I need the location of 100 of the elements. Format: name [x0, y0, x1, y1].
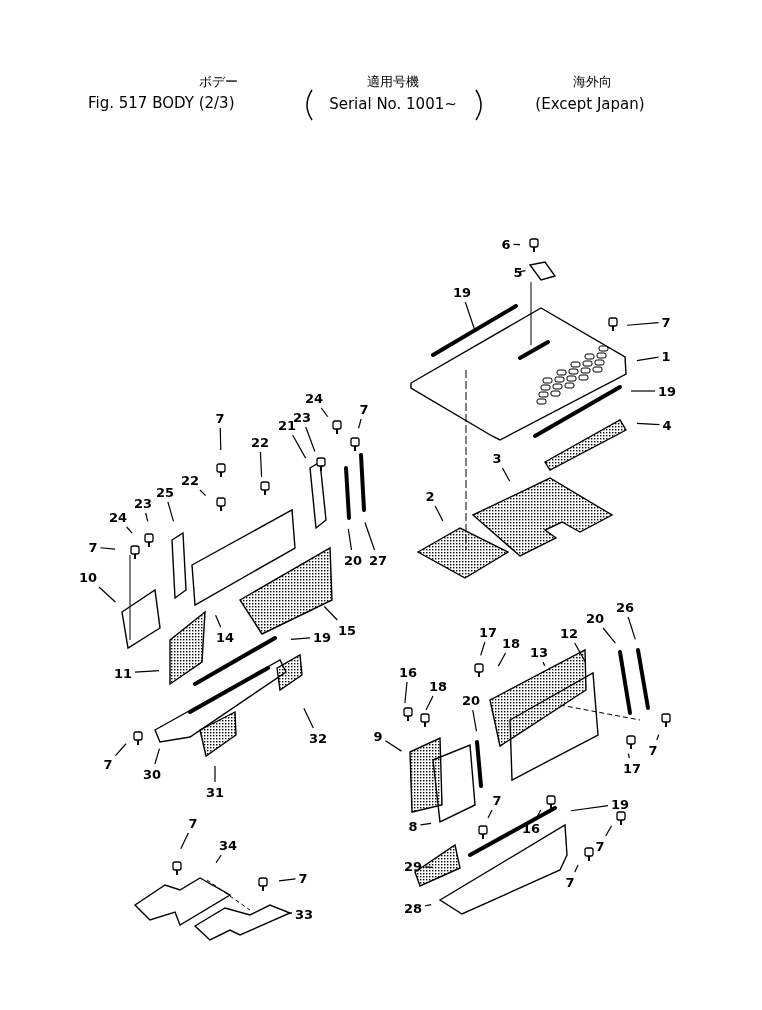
leader-line [215, 614, 222, 628]
callout-number: 1 [661, 349, 671, 363]
leader-line [167, 501, 175, 522]
callout-number: 23 [133, 496, 153, 510]
leader-line [425, 695, 434, 711]
callout-number: 4 [662, 418, 672, 432]
callout-number: 9 [373, 729, 383, 743]
callout-number: 30 [142, 767, 162, 781]
callout-number: 2 [425, 489, 435, 503]
callout-number: 7 [215, 411, 225, 425]
leader-line [519, 270, 527, 273]
callout-number: 34 [218, 838, 238, 852]
note-text: (Except Japan) [535, 96, 645, 112]
leader-line [480, 641, 486, 656]
callout-number: 7 [648, 743, 658, 757]
callout-number: 33 [294, 907, 314, 921]
leader-line [259, 451, 263, 478]
callout-number: 12 [559, 626, 579, 640]
leader-line [199, 489, 207, 497]
japanese-note: ボデー [198, 74, 238, 88]
leader-line [98, 586, 116, 603]
leader-line [323, 605, 338, 621]
leader-line [145, 512, 149, 522]
callout-number: 14 [215, 630, 235, 644]
callout-number: 3 [492, 451, 502, 465]
callout-number: 10 [78, 570, 98, 584]
callout-number: 7 [492, 793, 502, 807]
japanese-note: 海外向 [572, 74, 612, 88]
callout-number: 17 [622, 761, 642, 775]
note-text: Serial No. 1001~ [329, 96, 457, 112]
callout-number: 25 [155, 485, 175, 499]
callout-number: 31 [205, 785, 225, 799]
leader-line [656, 733, 660, 741]
callout-number: 7 [188, 816, 198, 830]
leader-line [627, 616, 636, 640]
callout-number: 20 [461, 693, 481, 707]
leader-line [126, 526, 133, 534]
leader-line [574, 642, 587, 663]
leader-line [320, 407, 329, 418]
leader-line [626, 322, 660, 326]
callout-number: 11 [113, 666, 133, 680]
callout-number: 5 [513, 265, 523, 279]
callout-number: 17 [478, 625, 498, 639]
leader-line [154, 748, 161, 765]
leader-line [574, 864, 579, 873]
leader-line [180, 832, 189, 850]
leader-line [99, 547, 116, 550]
callout-number: 32 [308, 731, 328, 745]
callout-number: 20 [343, 553, 363, 567]
figure-title: Fig. 517 BODY (2/3) [88, 96, 235, 111]
leader-line [512, 243, 521, 246]
leader-line [419, 822, 432, 826]
leader-line [636, 356, 660, 362]
leader-line [497, 652, 507, 667]
japanese-note: 適用号機 [367, 74, 419, 88]
callout-number: 7 [298, 871, 308, 885]
callout-number: 22 [180, 473, 200, 487]
leader-line [292, 434, 307, 459]
callout-number: 19 [312, 630, 332, 644]
leader-line [404, 681, 408, 704]
callout-number: 20 [585, 611, 605, 625]
callout-number: 7 [565, 875, 575, 889]
callout-number: 16 [398, 665, 418, 679]
callout-number: 15 [337, 623, 357, 637]
leader-line [424, 866, 434, 868]
callout-number: 7 [103, 757, 113, 771]
leader-line [501, 467, 511, 482]
callout-number: 23 [292, 410, 312, 424]
leader-line [278, 878, 297, 882]
callout-number: 22 [250, 435, 270, 449]
callout-number: 28 [403, 901, 423, 915]
callout-number: 7 [359, 402, 369, 416]
callout-number: 29 [403, 859, 423, 873]
callout-number: 6 [501, 237, 511, 251]
leader-line [487, 809, 493, 819]
callout-number: 13 [529, 645, 549, 659]
leader-line [535, 809, 542, 819]
callout-number: 19 [452, 285, 472, 299]
leader-line [570, 805, 609, 812]
callout-number: 27 [368, 553, 388, 567]
leader-line [602, 627, 616, 644]
callout-number: 7 [595, 839, 605, 853]
leader-line [305, 426, 316, 453]
leader-line [114, 743, 127, 757]
leader-line [627, 753, 630, 759]
leader-line [434, 505, 444, 522]
leader-line [630, 390, 656, 392]
callout-number: 24 [108, 510, 128, 524]
callout-number: 19 [657, 384, 677, 398]
leader-line [219, 427, 222, 451]
callout-number: 18 [428, 679, 448, 693]
leader-line [424, 904, 432, 907]
leader-line [347, 528, 353, 551]
leader-line [214, 765, 216, 783]
leader-line [303, 707, 314, 729]
leader-line [215, 854, 222, 864]
callout-number: 18 [501, 636, 521, 650]
leader-line [364, 521, 376, 551]
leader-line [605, 825, 613, 837]
leader-line [636, 422, 661, 426]
